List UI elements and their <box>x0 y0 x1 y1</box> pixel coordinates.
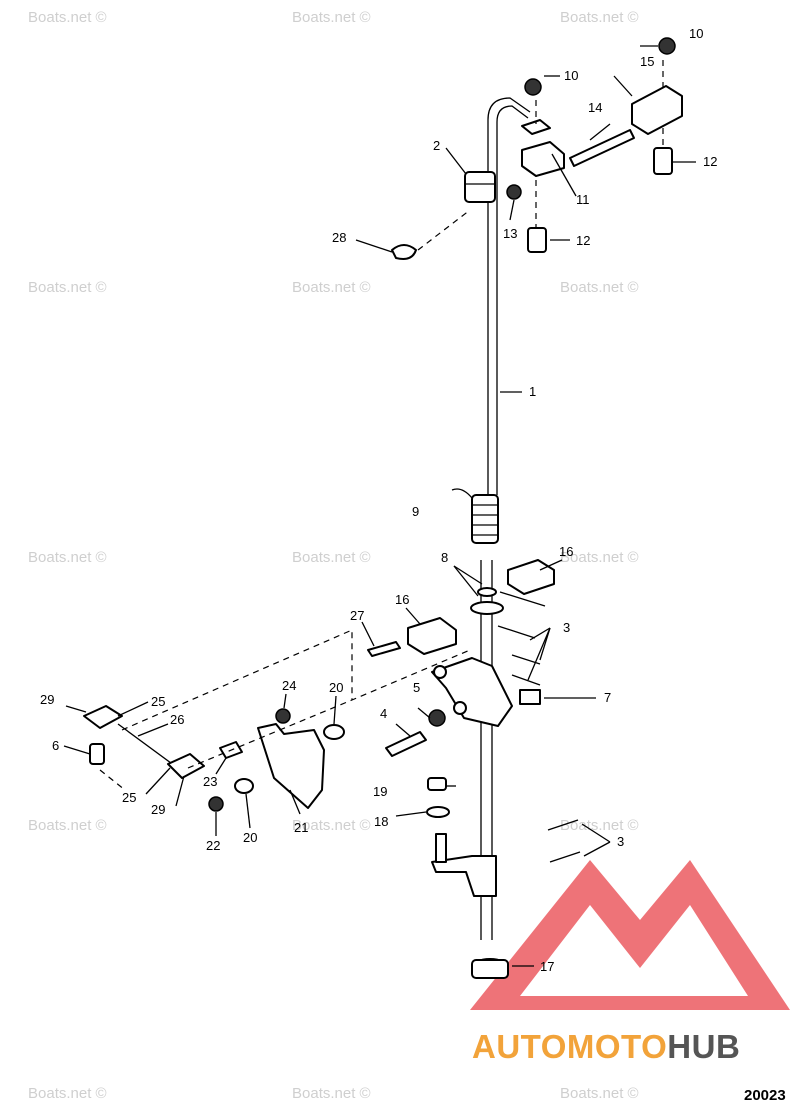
callout-label: 5 <box>413 680 420 695</box>
watermark: Boats.net © <box>28 817 107 834</box>
watermark: Boats.net © <box>560 817 639 834</box>
part-7-fitting <box>519 689 541 705</box>
watermark: Boats.net © <box>292 1085 371 1102</box>
callout-label: 24 <box>282 678 296 693</box>
callout-label: 29 <box>151 802 165 817</box>
logo-text: AUTOMOTOHUB <box>472 1028 740 1065</box>
watermark: Boats.net © <box>560 279 639 296</box>
callout-label: 28 <box>332 230 346 245</box>
part-29-end <box>83 705 123 729</box>
part-3-pins <box>497 591 581 863</box>
logo-mark-icon <box>470 860 790 1010</box>
drawing-number: 20023 <box>744 1087 786 1104</box>
callout-label: 7 <box>604 690 611 705</box>
lower-arm <box>431 833 509 979</box>
part-16-pad <box>507 559 555 595</box>
watermark: Boats.net © <box>292 279 371 296</box>
callout-label: 19 <box>373 784 387 799</box>
callout-label: 3 <box>563 620 570 635</box>
part-11-block <box>521 141 565 177</box>
part-24-nut <box>275 708 291 724</box>
watermark: Boats.net © <box>560 9 639 26</box>
callout-label: 26 <box>170 712 184 727</box>
part-8-washer <box>470 601 504 615</box>
watermark: Boats.net © <box>560 1085 639 1102</box>
part-6-stud <box>89 743 105 765</box>
assembly-leaders <box>99 629 471 791</box>
callout-label: 11 <box>576 192 590 207</box>
callout-label: 10 <box>689 26 703 41</box>
callout-label: 15 <box>640 54 654 69</box>
part-20-washer <box>323 724 345 740</box>
callout-label: 16 <box>395 592 409 607</box>
callout-label: 2 <box>433 138 440 153</box>
callout-label: 25 <box>122 790 136 805</box>
watermark: Boats.net © <box>28 1085 107 1102</box>
callout-label: 8 <box>441 550 448 565</box>
part-16-pad-b <box>407 617 457 655</box>
watermark-layer: Boats.net © Boats.net © Boats.net © Boat… <box>28 9 639 1102</box>
part-21-plate <box>257 723 325 809</box>
callout-label: 14 <box>588 100 602 115</box>
callout-label: 27 <box>350 608 364 623</box>
part-27-screw <box>367 641 401 657</box>
callout-leaders <box>63 45 696 967</box>
part-19-nut <box>427 777 447 791</box>
callout-label: 29 <box>40 692 54 707</box>
part-12-stud-b <box>653 147 673 175</box>
part-13-nut <box>506 184 522 200</box>
part-18-washer <box>426 806 450 818</box>
callout-label: 3 <box>617 834 624 849</box>
callout-label: 18 <box>374 814 388 829</box>
callout-label: 10 <box>564 68 578 83</box>
callout-label: 25 <box>151 694 165 709</box>
watermark: Boats.net © <box>560 549 639 566</box>
callout-label: 21 <box>294 820 308 835</box>
part-9-spring <box>451 488 499 544</box>
part-20-washer-b <box>234 778 254 794</box>
part-28-clip <box>391 244 417 260</box>
callout-label: 13 <box>503 226 517 241</box>
part-2-collar <box>464 171 496 203</box>
part-29-end-b <box>167 753 205 779</box>
callout-label: 23 <box>203 774 217 789</box>
callout-label: 6 <box>52 738 59 753</box>
watermark: Boats.net © <box>28 9 107 26</box>
part-10-nut-b <box>658 37 676 55</box>
part-26-link-rod <box>83 705 205 779</box>
watermark: Boats.net © <box>292 817 371 834</box>
watermark: Boats.net © <box>28 279 107 296</box>
part-8-washer-b <box>477 587 497 597</box>
callout-label: 20 <box>329 680 343 695</box>
watermark: Boats.net © <box>292 549 371 566</box>
callout-label: 4 <box>380 706 387 721</box>
lower-stud <box>435 833 447 863</box>
callout-label: 9 <box>412 504 419 519</box>
callout-labels: 1 2 3 3 4 5 6 7 8 9 10 10 11 12 12 13 14… <box>40 26 717 974</box>
part-10-nut <box>524 78 542 96</box>
callout-label: 12 <box>703 154 717 169</box>
callout-label: 20 <box>243 830 257 845</box>
part-22-nut <box>208 796 224 812</box>
part-12-stud <box>527 227 547 253</box>
part-5-nut <box>428 709 446 727</box>
callout-label: 12 <box>576 233 590 248</box>
watermark: Boats.net © <box>292 9 371 26</box>
callout-label: 16 <box>559 544 573 559</box>
leader-dash <box>417 209 471 251</box>
part-14-threaded-rod <box>569 129 635 167</box>
part-15-block <box>631 85 683 135</box>
upper-linkage <box>506 37 683 253</box>
watermark: Boats.net © <box>28 549 107 566</box>
part-4-screw <box>385 731 427 757</box>
callout-label: 17 <box>540 959 554 974</box>
callout-label: 1 <box>529 384 536 399</box>
callout-label: 22 <box>206 838 220 853</box>
automotohub-logo: AUTOMOTOHUB <box>470 860 790 1065</box>
shift-lever <box>431 657 513 727</box>
